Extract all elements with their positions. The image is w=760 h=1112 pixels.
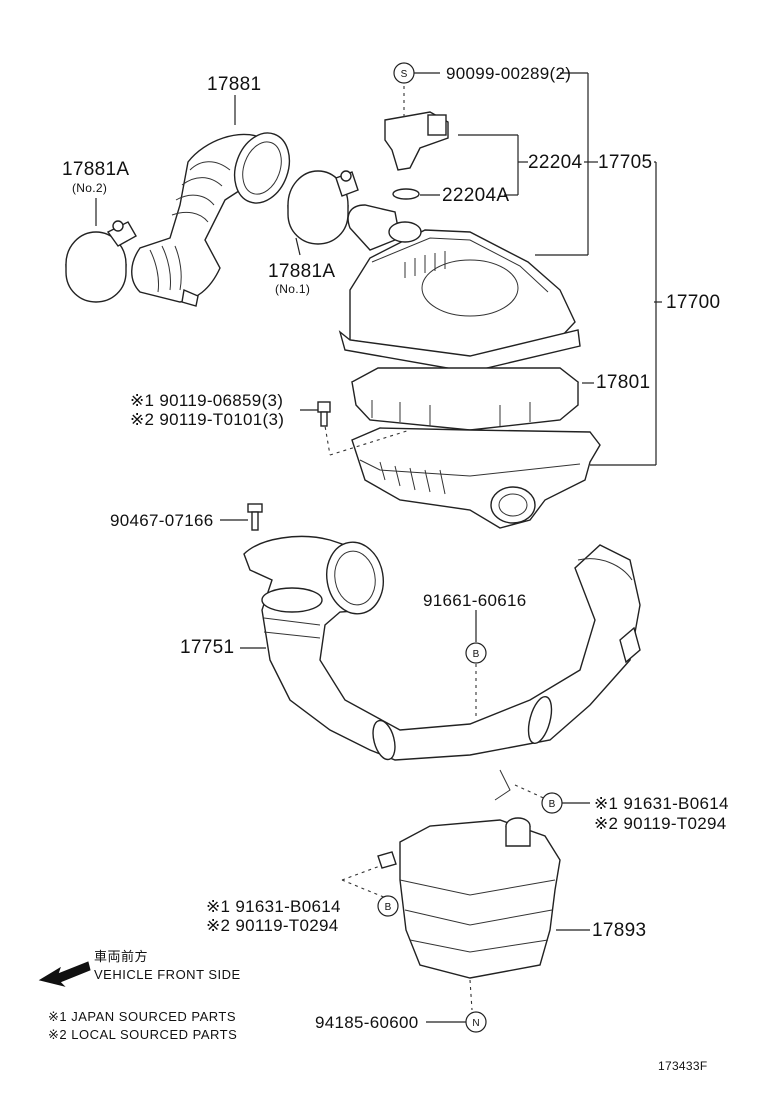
filter-element-17801 [350, 367, 580, 431]
label-22204A: 22204A [442, 185, 510, 206]
front-label-en: VEHICLE FRONT SIDE [94, 967, 241, 982]
label-22204: 22204 [528, 152, 583, 173]
svg-text:B: B [385, 902, 392, 913]
label-90099-00289: 90099-00289(2) [446, 64, 572, 83]
badge-b-right: B [541, 792, 563, 814]
catalog-id: 173433F [658, 1059, 708, 1073]
label-91661-60616: 91661-60616 [423, 591, 527, 610]
label-17705: 17705 [598, 152, 653, 173]
label-90467-07166: 90467-07166 [110, 511, 214, 530]
intake-hose-17881 [131, 132, 291, 307]
label-17881: 17881 [207, 74, 262, 95]
bolt-90119 [317, 401, 331, 427]
resonator-17893 [377, 769, 561, 979]
label-17893: 17893 [592, 920, 647, 941]
clamp-17881A-no1 [287, 170, 359, 245]
note-japan-sourced: ※1 JAPAN SOURCED PARTS [48, 1009, 237, 1024]
label-90119-T0101: ※2 90119-T0101(3) [130, 410, 285, 429]
badge-n: N [465, 1011, 487, 1033]
label-17881A-no2: 17881A [62, 159, 130, 180]
front-label-jp: 車両前方 [94, 949, 149, 964]
label-91631-B0614-right: ※1 91631-B0614 [594, 794, 729, 813]
label-90119-T0294-right: ※2 90119-T0294 [594, 814, 727, 833]
label-90119-T0294-left: ※2 90119-T0294 [206, 916, 339, 935]
air-cleaner-cap-17705 [338, 204, 581, 373]
label-no2: (No.2) [72, 181, 108, 195]
badge-b-left: B [377, 895, 399, 917]
svg-text:S: S [401, 69, 408, 80]
intake-duct-17751 [243, 535, 641, 761]
badge-s: S [393, 62, 415, 84]
badge-b-center: B [465, 642, 487, 664]
svg-text:B: B [473, 649, 480, 660]
air-cleaner-case [351, 427, 601, 529]
note-local-sourced: ※2 LOCAL SOURCED PARTS [48, 1027, 238, 1042]
label-17751: 17751 [180, 637, 235, 658]
front-arrow-icon [38, 961, 91, 987]
svg-text:N: N [472, 1018, 479, 1029]
label-no1: (No.1) [275, 282, 311, 296]
label-91631-B0614-left: ※1 91631-B0614 [206, 897, 341, 916]
dashed-leaders [323, 86, 549, 1011]
airflow-sensor-22204 [384, 111, 449, 200]
label-17700: 17700 [666, 292, 721, 313]
label-17881A-no1: 17881A [268, 261, 336, 282]
label-94185-60600: 94185-60600 [315, 1013, 419, 1032]
bolt-90467 [247, 503, 263, 531]
clamp-17881A-no2 [65, 220, 137, 303]
label-17801: 17801 [596, 372, 651, 393]
label-90119-06859: ※1 90119-06859(3) [130, 391, 284, 410]
svg-text:B: B [549, 799, 556, 810]
